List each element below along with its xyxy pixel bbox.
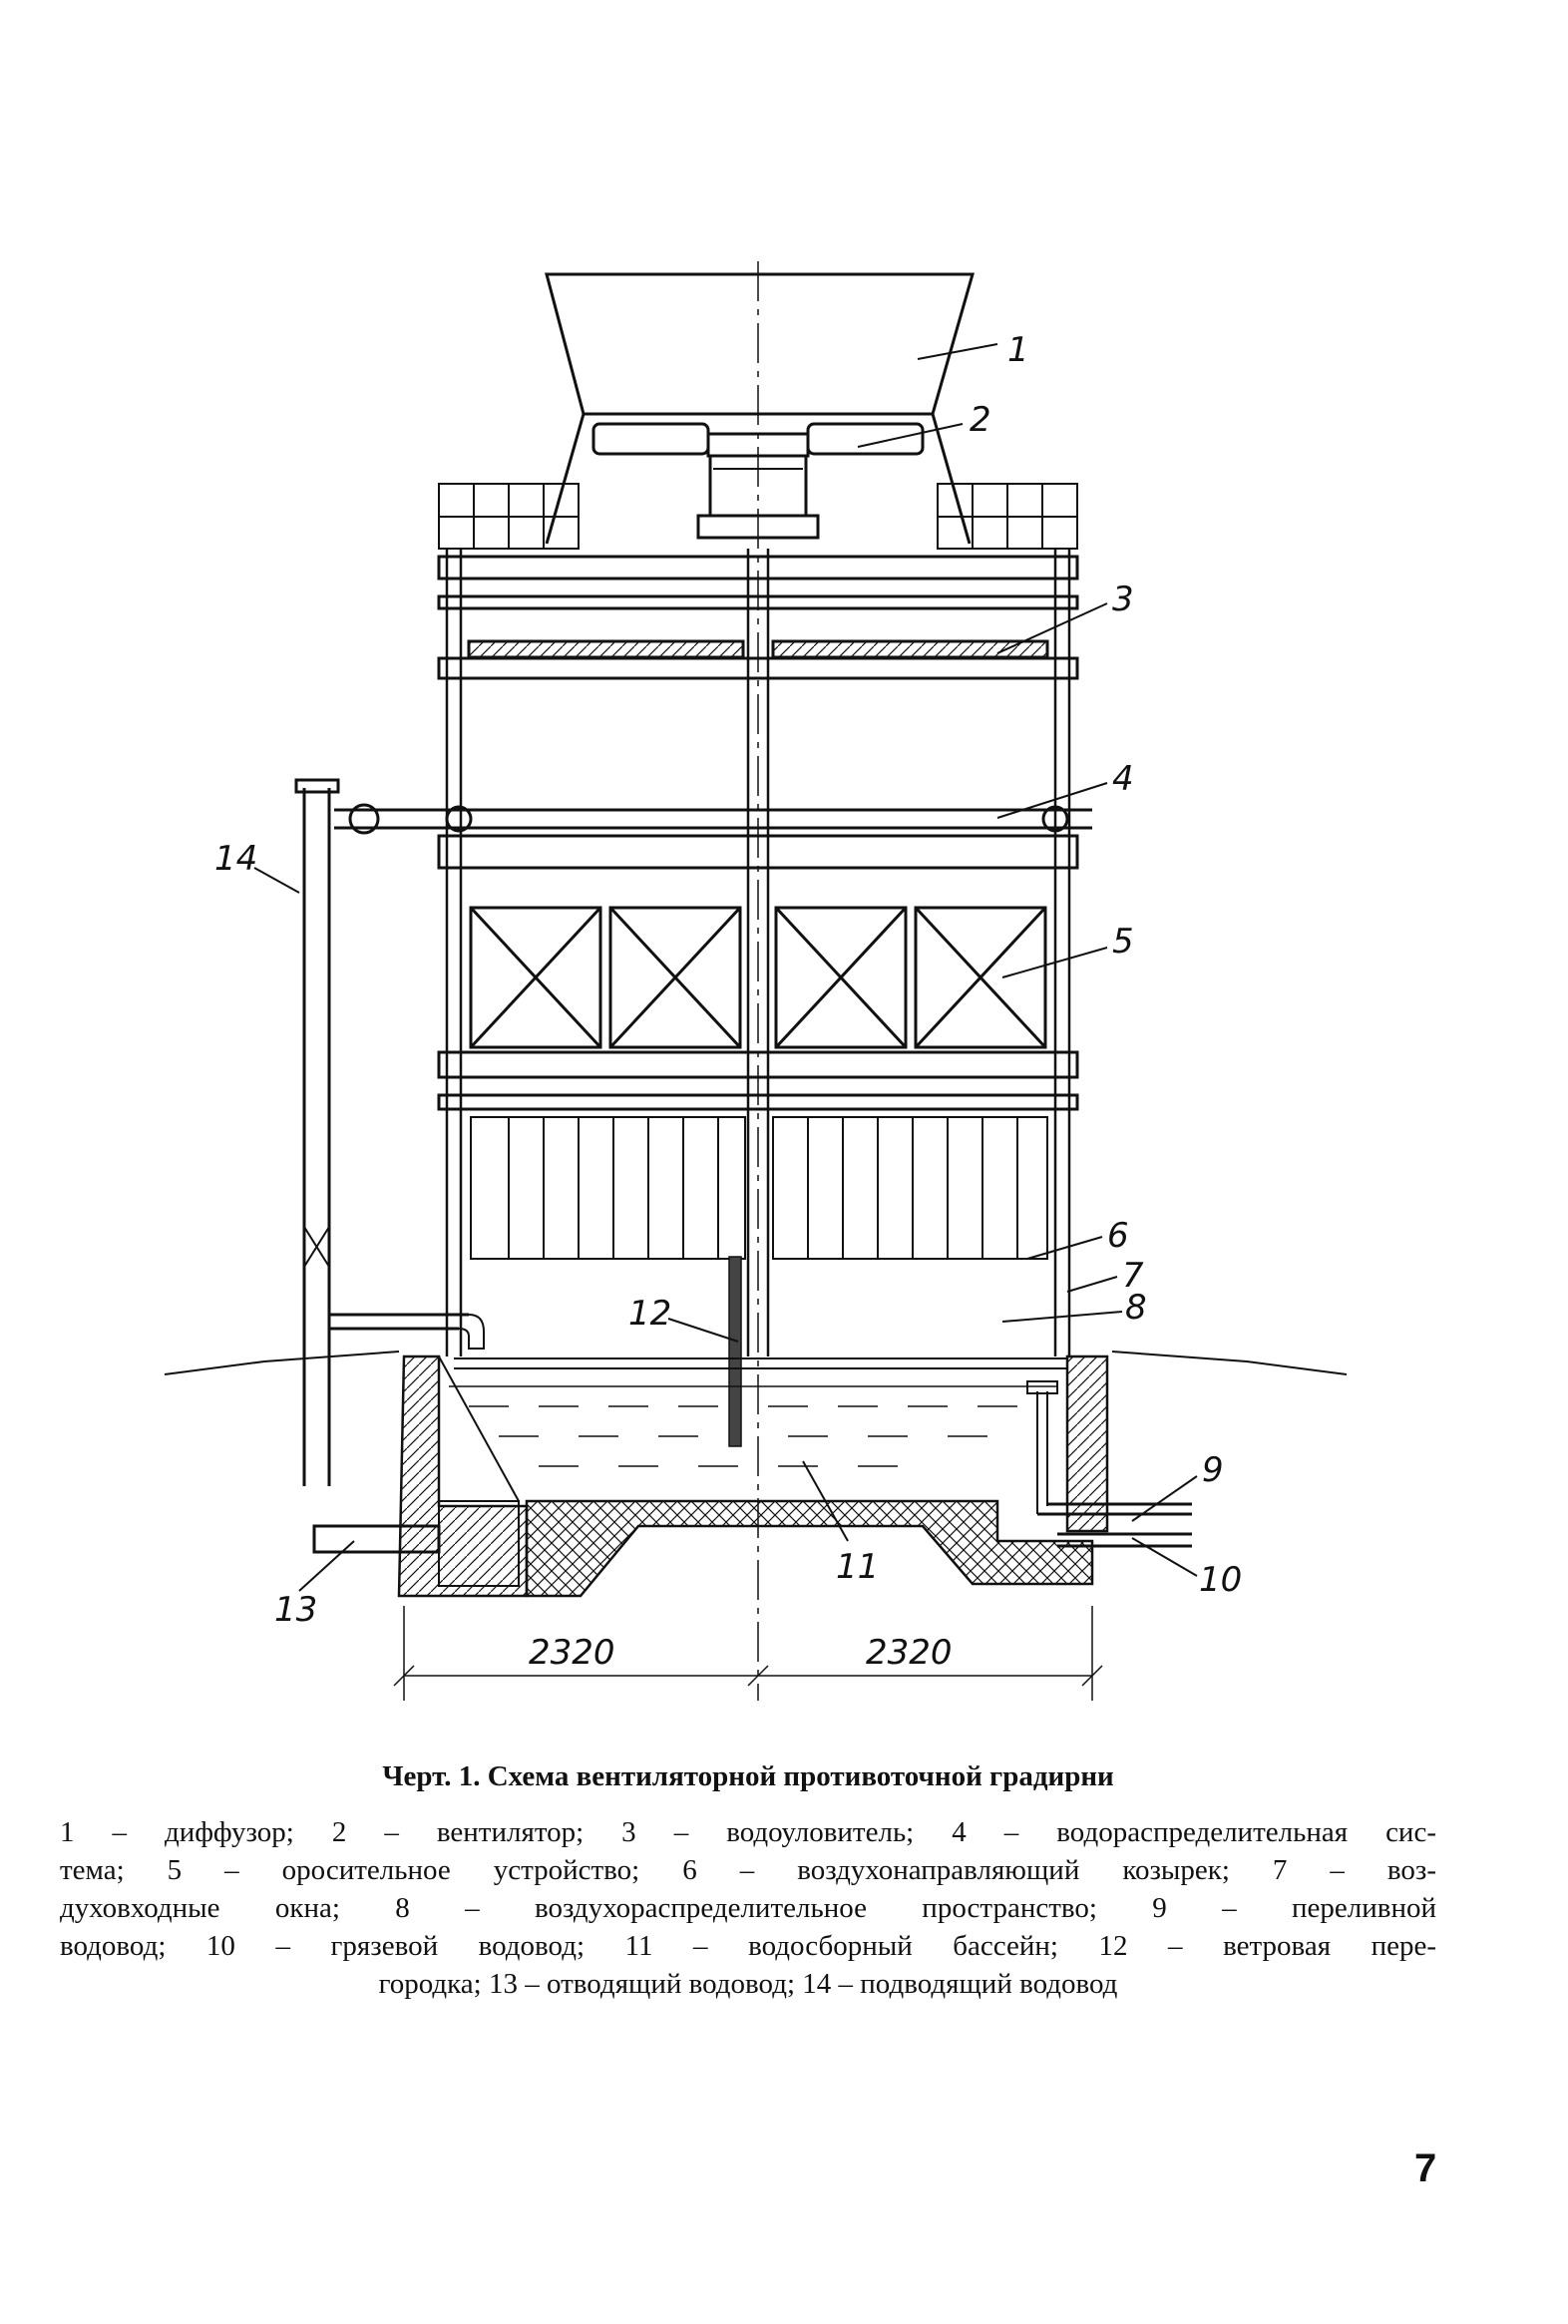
legend-line: духовходные окна; 8 – воздухораспределит…	[60, 1892, 1436, 1924]
caption-title: Черт. 1. Схема вентиляторной противоточн…	[382, 1760, 1114, 1792]
page-number: 7	[1414, 2146, 1437, 2190]
discharge-pipe	[312, 1524, 441, 1554]
tower-columns	[445, 549, 1071, 1356]
drift-eliminator	[467, 639, 1049, 659]
legend-line: водовод; 10 – грязевой водовод; 11 – вод…	[60, 1930, 1436, 1962]
drain-pipe	[1057, 1532, 1192, 1548]
overflow-pipe	[1026, 1380, 1192, 1516]
wind-baffle	[728, 1256, 742, 1447]
top-grid-right	[937, 483, 1078, 550]
leader-lines	[253, 343, 1198, 1592]
callout-12: 12	[628, 1294, 671, 1334]
legend-line: тема; 5 – оросительное устройство; 6 – в…	[60, 1854, 1436, 1886]
supply-pipe	[294, 778, 485, 1486]
callout-6: 6	[1107, 1216, 1129, 1256]
caption-legend: 1 – диффузор; 2 – вентилятор; 3 – водоул…	[60, 1813, 1436, 2003]
callout-9: 9	[1202, 1450, 1224, 1490]
figure-caption: Черт. 1. Схема вентиляторной противоточн…	[60, 1760, 1436, 2003]
dimension-left: 2320	[529, 1633, 615, 1673]
callout-2: 2	[970, 400, 991, 440]
distribution-pipe	[334, 803, 1092, 835]
callout-1: 1	[1007, 330, 1029, 370]
callout-3: 3	[1112, 580, 1134, 619]
legend-line: 1 – диффузор; 2 – вентилятор; 3 – водоул…	[60, 1816, 1436, 1848]
collection-basin	[397, 1355, 1109, 1598]
diffuser	[545, 272, 975, 416]
callout-11: 11	[836, 1547, 879, 1587]
air-guide-louvers	[470, 1116, 1048, 1260]
callout-14: 14	[214, 839, 257, 879]
cooling-tower-diagram: 1 2 3 4 5 6 7 8 9 10 11 12 13 14 2320 23…	[164, 261, 1348, 1701]
dimension-line	[393, 1606, 1103, 1701]
top-grid-left	[438, 483, 580, 550]
callout-5: 5	[1112, 922, 1134, 962]
floor-beams	[437, 555, 1079, 1111]
fill-packing	[469, 906, 1047, 1049]
callout-8: 8	[1125, 1288, 1147, 1328]
ground	[164, 1351, 1348, 1375]
callout-10: 10	[1199, 1560, 1242, 1600]
fan	[591, 422, 925, 540]
callout-13: 13	[274, 1590, 317, 1630]
callout-4: 4	[1112, 759, 1134, 799]
dimension-right: 2320	[866, 1633, 953, 1673]
legend-line: городка; 13 – отводящий водовод; 14 – по…	[378, 1968, 1118, 2000]
callout-7: 7	[1122, 1256, 1144, 1296]
